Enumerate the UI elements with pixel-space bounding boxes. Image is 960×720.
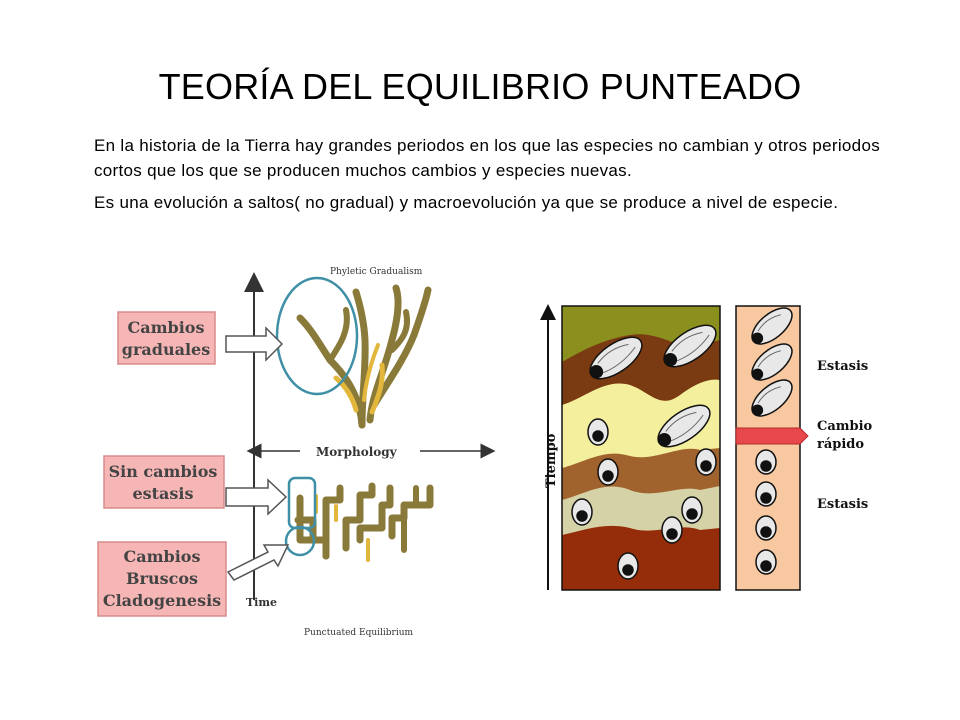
- right-diagram: Tiempo: [540, 304, 873, 591]
- cladogenesis-circle: [284, 525, 316, 557]
- gradualism-circle: [275, 276, 359, 396]
- svg-text:Cambios: Cambios: [124, 547, 201, 566]
- estasis-bottom-label: Estasis: [817, 497, 868, 512]
- estasis-top-label: Estasis: [817, 359, 868, 374]
- block-arrow-3: [226, 544, 290, 581]
- svg-text:Bruscos: Bruscos: [126, 569, 198, 588]
- morphology-label: Morphology: [316, 445, 398, 459]
- svg-text:graduales: graduales: [122, 340, 210, 359]
- left-diagram: Phyletic Gradualism Time Morphology: [97, 267, 496, 638]
- time-axis-label: Time: [246, 596, 277, 609]
- punctuated-equilibrium-label: Punctuated Equilibrium: [304, 628, 414, 638]
- box-cambios-graduales: Cambios graduales: [117, 311, 216, 365]
- punctuated-tree: [294, 482, 434, 562]
- cambio-label: Cambio: [817, 419, 873, 434]
- block-arrow-2: [225, 478, 288, 516]
- box-sin-cambios: Sin cambios estasis: [103, 455, 225, 509]
- column-fossils: [751, 307, 793, 575]
- paragraph-2: Es una evolución a saltos( no gradual) y…: [94, 193, 839, 212]
- tiempo-axis-label: Tiempo: [544, 433, 559, 488]
- gradualism-tree: [296, 284, 432, 429]
- block-arrow-1: [225, 326, 284, 362]
- svg-text:Cladogenesis: Cladogenesis: [103, 591, 221, 610]
- strata-fossils: [571, 324, 717, 580]
- phyletic-gradualism-label: Phyletic Gradualism: [330, 267, 423, 277]
- svg-text:Cambios: Cambios: [128, 318, 205, 337]
- rapido-label: rápido: [817, 437, 864, 452]
- paragraph-1: En la historia de la Tierra hay grandes …: [94, 136, 880, 180]
- slide-title: TEORÍA DEL EQUILIBRIO PUNTEADO: [158, 66, 802, 107]
- svg-text:Sin cambios: Sin cambios: [109, 462, 218, 481]
- svg-text:estasis: estasis: [132, 484, 193, 503]
- box-cambios-bruscos: Cambios Bruscos Cladogenesis: [97, 541, 227, 617]
